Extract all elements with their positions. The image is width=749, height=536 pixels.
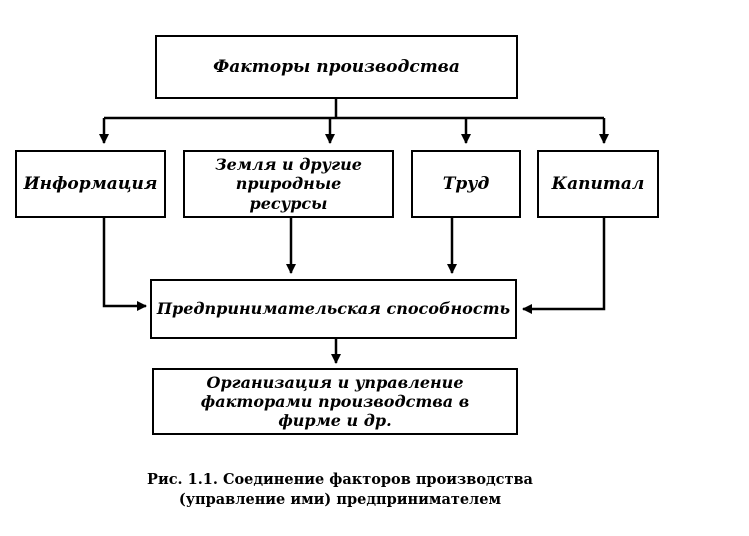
figure-caption: Рис. 1.1. Соединение факторов производст… (0, 470, 680, 509)
organization-management-box: Организация и управление факторами произ… (152, 368, 518, 435)
production-factors-box: Факторы производства (155, 35, 518, 99)
caption-line-2: (управление ими) предпринимателем (178, 490, 502, 508)
arrow-information-to-entrepreneurship (102, 218, 147, 311)
arrow-capital-to-entrepreneurship (522, 218, 606, 314)
land-resources-box: Земля и другие природные ресурсы (183, 150, 394, 218)
labor-box: Труд (411, 150, 521, 218)
entrepreneurship-box: Предпринимательская способность (150, 279, 517, 339)
caption-line-1: Рис. 1.1. Соединение факторов производст… (147, 471, 533, 488)
capital-box: Капитал (537, 150, 659, 218)
information-box: Информация (15, 150, 166, 218)
